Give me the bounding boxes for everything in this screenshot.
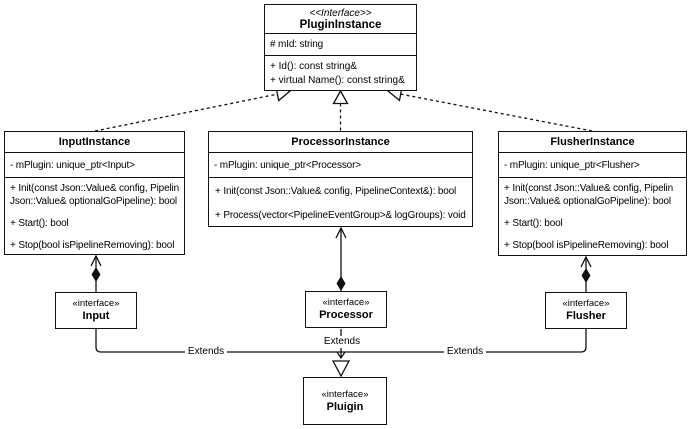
stereotype-label: «interface» — [72, 298, 120, 309]
interface-pluigin: «interface» Pluigin — [303, 377, 387, 425]
method: + Stop(bool isPipelineRemoving): bool — [10, 240, 175, 251]
composition-edge-flusher — [580, 255, 592, 292]
class-plugin-instance: <<Interface>> PluginInstance # mId: stri… — [264, 4, 417, 91]
method: + Start(): bool — [504, 218, 563, 229]
methods-compartment: + Init(const Json::Value& config, Pipeli… — [499, 178, 686, 256]
class-name: FlusherInstance — [550, 136, 635, 148]
method: Json::Value& optionalGoPipeline): bool — [10, 196, 178, 207]
realization-edge-input-instance — [94, 85, 292, 132]
interface-processor: «interface» Processor — [305, 291, 387, 328]
method: + Stop(bool isPipelineRemoving): bool — [504, 240, 669, 251]
attribute: # mId: string — [270, 39, 324, 50]
attributes-compartment: - mPlugin: unique_ptr<Flusher> — [499, 153, 686, 178]
extends-label-right: Extends — [443, 346, 487, 358]
stereotype-label: «interface» — [322, 297, 370, 308]
attribute: - mPlugin: unique_ptr<Flusher> — [504, 159, 640, 171]
method: + Process(vector<PipelineEventGroup>& lo… — [215, 210, 466, 221]
method: + virtual Name(): const string& — [270, 75, 405, 86]
extends-edge-input — [95, 329, 341, 353]
interface-name: Processor — [319, 309, 373, 321]
methods-compartment: + Init(const Json::Value& config, Pipeli… — [5, 178, 184, 256]
method: + Start(): bool — [10, 218, 69, 229]
methods-compartment: + Init(const Json::Value& config, Pipeli… — [209, 178, 472, 229]
class-input-instance: InputInstance - mPlugin: unique_ptr<Inpu… — [4, 131, 185, 255]
attributes-compartment: - mPlugin: unique_ptr<Processor> — [209, 153, 472, 178]
stereotype-label: <<Interface>> — [309, 7, 372, 19]
class-flusher-instance: FlusherInstance - mPlugin: unique_ptr<Fl… — [498, 131, 687, 256]
interface-flusher: «interface» Flusher — [545, 292, 627, 329]
extends-label-left: Extends — [184, 346, 228, 358]
class-title: InputInstance — [5, 132, 184, 153]
realization-edge-flusher-instance — [386, 85, 593, 132]
extends-edge-flusher — [341, 329, 587, 353]
method: Json::Value& optionalGoPipeline): bool — [504, 196, 672, 207]
interface-name: Flusher — [566, 310, 606, 322]
stereotype-label: «interface» — [321, 388, 369, 400]
method: + Init(const Json::Value& config, Pipeli… — [215, 186, 457, 197]
methods-compartment: + Id(): const string& + virtual Name(): … — [265, 56, 416, 92]
composition-edge-processor — [335, 226, 347, 291]
interface-name: Pluigin — [326, 400, 364, 413]
method: + Init(const Json::Value& config, Pipeli… — [10, 183, 179, 194]
method: + Init(const Json::Value& config, Pipeli… — [504, 183, 674, 194]
attribute: - mPlugin: unique_ptr<Processor> — [214, 159, 361, 171]
interface-name: Input — [82, 310, 110, 322]
attribute: - mPlugin: unique_ptr<Input> — [10, 159, 135, 171]
interface-input: «interface» Input — [55, 292, 137, 329]
class-title: ProcessorInstance — [209, 132, 472, 153]
realization-edge-processor-instance — [332, 89, 349, 131]
class-name: InputInstance — [58, 136, 131, 148]
composition-edge-input — [90, 254, 102, 292]
attributes-compartment: - mPlugin: unique_ptr<Input> — [5, 153, 184, 178]
class-title: <<Interface>> PluginInstance — [265, 5, 416, 34]
class-processor-instance: ProcessorInstance - mPlugin: unique_ptr<… — [208, 131, 473, 227]
stereotype-label: «interface» — [562, 298, 610, 309]
method: + Id(): const string& — [270, 61, 357, 72]
class-title: FlusherInstance — [499, 132, 686, 153]
class-name: ProcessorInstance — [291, 136, 390, 148]
extends-label-middle: Extends — [320, 336, 364, 348]
class-name: PluginInstance — [299, 18, 382, 31]
attributes-compartment: # mId: string — [265, 34, 416, 56]
